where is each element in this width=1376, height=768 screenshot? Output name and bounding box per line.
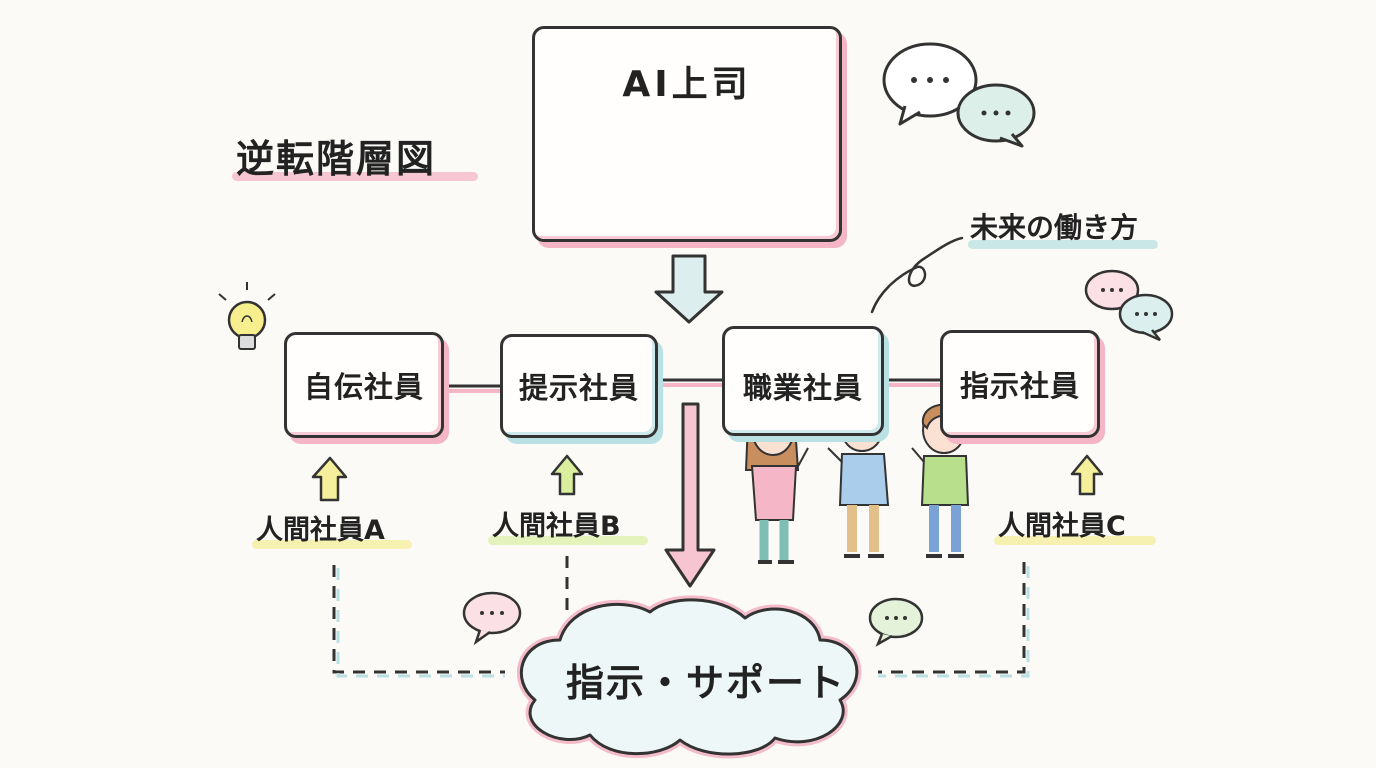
human-label-a: 人間社員A <box>256 515 385 546</box>
role-box-shiji: 指示社員 <box>940 330 1100 438</box>
human-a-highlight <box>252 540 412 549</box>
support-label: 指示・サポート <box>566 661 847 705</box>
speech-bubble-icon <box>882 42 1036 148</box>
role-label: 自伝社員 <box>303 370 424 404</box>
role-box-jiden: 自伝社員 <box>284 332 444 438</box>
human-label-c: 人間社員C <box>998 511 1126 542</box>
squiggle-pointer <box>870 236 964 314</box>
human-c-highlight <box>994 536 1156 545</box>
speech-bubble-icon-small <box>1084 269 1174 342</box>
dashed-connectors <box>332 556 1030 678</box>
ai-boss-label: AI上司 <box>622 64 752 105</box>
support-cloud <box>516 595 862 759</box>
role-label: 提示社員 <box>518 371 639 405</box>
up-arrow-icon-a <box>311 456 348 502</box>
ai-boss-box: AI上司 <box>532 26 842 242</box>
role-box-teiji: 提示社員 <box>500 334 658 438</box>
future-label: 未来の働き方 <box>970 211 1139 244</box>
up-arrow-icon-c <box>1070 454 1104 496</box>
role-box-shokugyo: 職業社員 <box>722 326 884 436</box>
role-connector <box>440 378 940 393</box>
lightbulb-icon <box>218 282 276 350</box>
up-arrow-icon-b <box>550 454 584 496</box>
future-highlight <box>968 240 1158 249</box>
human-label-b: 人間社員B <box>492 511 621 542</box>
page-title: 逆転階層図 <box>236 137 437 181</box>
human-b-highlight <box>488 536 648 545</box>
role-label: 職業社員 <box>742 371 863 405</box>
down-arrow-icon <box>654 254 724 324</box>
role-label: 指示社員 <box>959 369 1080 403</box>
speech-bubble-icon-left <box>462 591 522 646</box>
speech-bubble-icon-right <box>868 597 924 647</box>
long-down-arrow-icon <box>664 402 716 588</box>
title-highlight <box>232 172 478 181</box>
